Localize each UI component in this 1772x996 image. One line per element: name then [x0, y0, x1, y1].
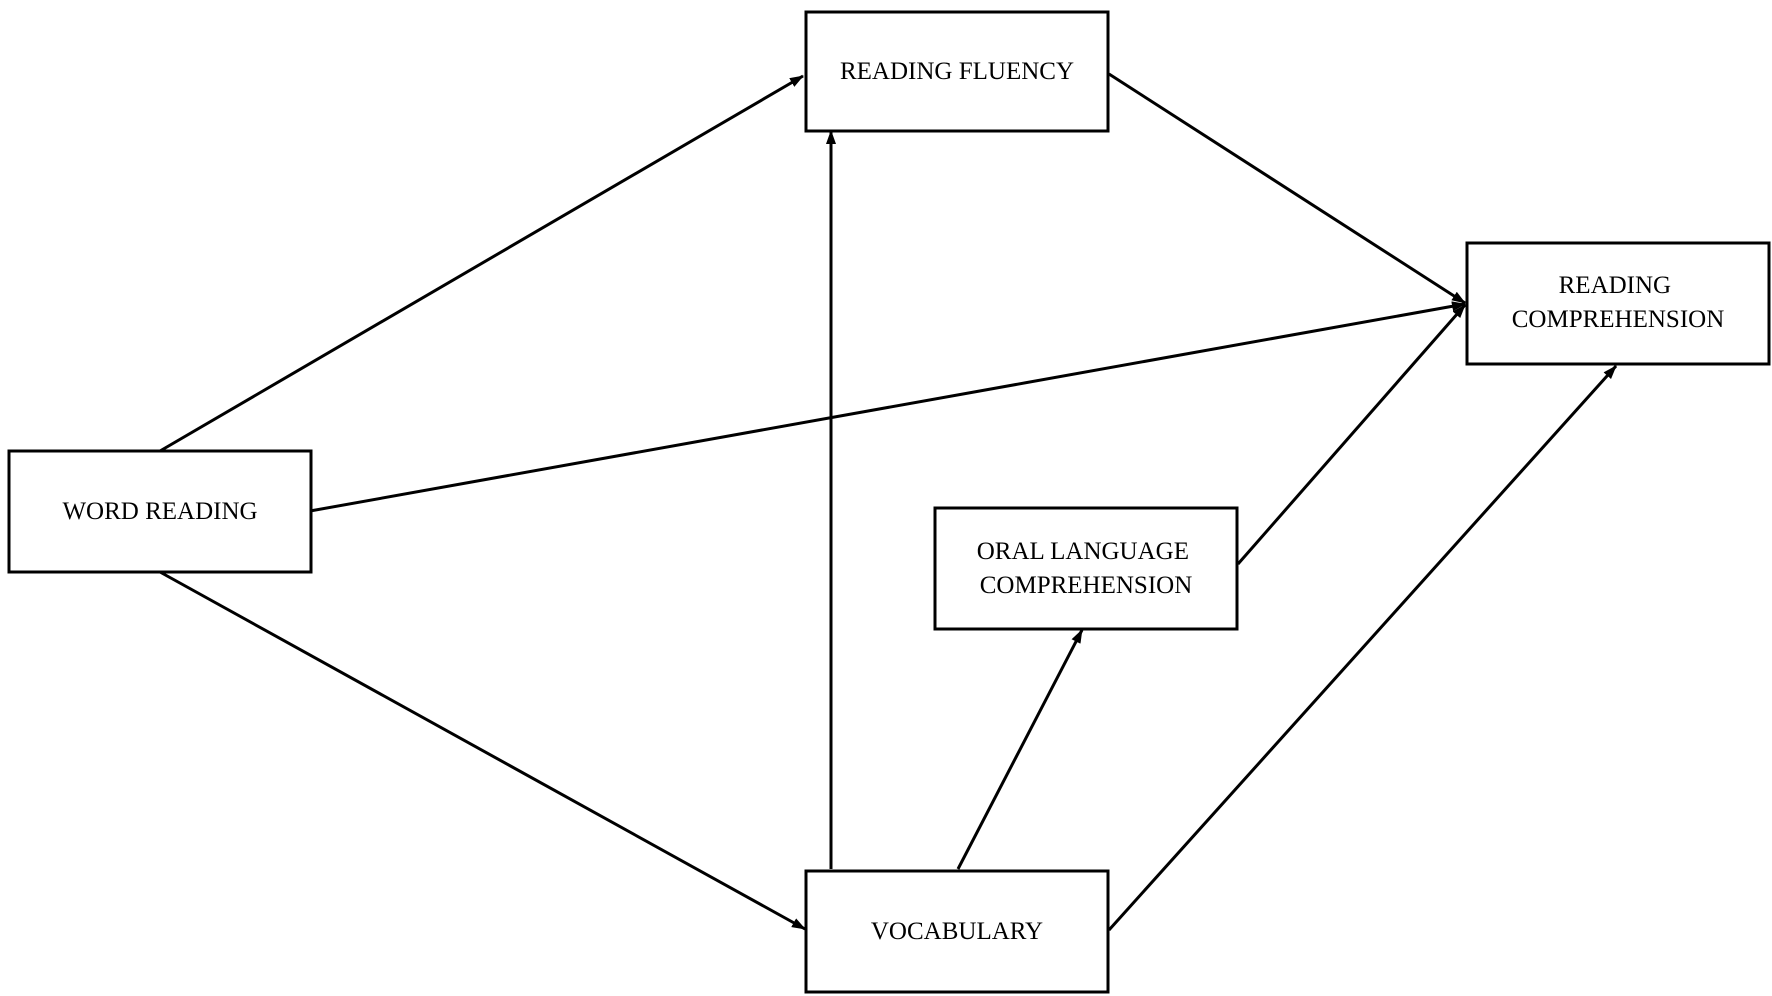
node-vocabulary-label: VOCABULARY [871, 918, 1043, 945]
node-reading-fluency-label: READING FLUENCY [840, 58, 1074, 85]
svg-text:ORAL LANGUAGE COMPREHENS: ORAL LANGUAGE COMPREHENSION [977, 538, 1196, 599]
node-oral-language-comprehension: ORAL LANGUAGE COMPREHENSION [933, 506, 1239, 631]
node-oral-language-comprehension-box [933, 506, 1239, 631]
node-oral-language-comprehension-label-line-2: COMPREHENSION [980, 572, 1193, 599]
svg-text:READING COMPREHENSION: READING COMPREHENSION [1512, 272, 1725, 333]
edge-vocabulary-to-reading-comprehension [1107, 364, 1618, 932]
svg-text:VOCABULARY: VOCABULARY [871, 918, 1043, 945]
edge-word-reading-to-reading-comprehension [309, 301, 1466, 513]
node-vocabulary: VOCABULARY [804, 869, 1110, 994]
svg-text:READING FLUENCY: READING FLUENCY [840, 58, 1074, 85]
node-word-reading: WORD READING [7, 449, 313, 574]
svg-text:WORD READING: WORD READING [62, 498, 257, 525]
edges [159, 72, 1618, 932]
node-oral-language-comprehension-label-line-1: ORAL LANGUAGE [977, 538, 1189, 565]
node-word-reading-box [7, 449, 313, 574]
edge-word-reading-to-vocabulary [159, 570, 806, 931]
node-vocabulary-box [804, 869, 1110, 994]
edge-vocabulary-to-oral-language-comprehension [956, 629, 1084, 870]
node-reading-comprehension-label-line-2: COMPREHENSION [1512, 306, 1725, 333]
node-reading-comprehension-label-line-1: READING [1559, 272, 1672, 299]
node-reading-comprehension: READING COMPREHENSION [1465, 241, 1771, 366]
edge-word-reading-to-reading-fluency [159, 74, 804, 453]
node-reading-fluency: READING FLUENCY [804, 10, 1110, 133]
edge-oral-language-comprehension-to-reading-comprehension [1236, 304, 1467, 565]
node-word-reading-label: WORD READING [62, 498, 257, 525]
node-reading-comprehension-box [1465, 241, 1771, 366]
node-reading-fluency-box [804, 10, 1110, 133]
edge-reading-fluency-to-reading-comprehension [1108, 72, 1466, 305]
